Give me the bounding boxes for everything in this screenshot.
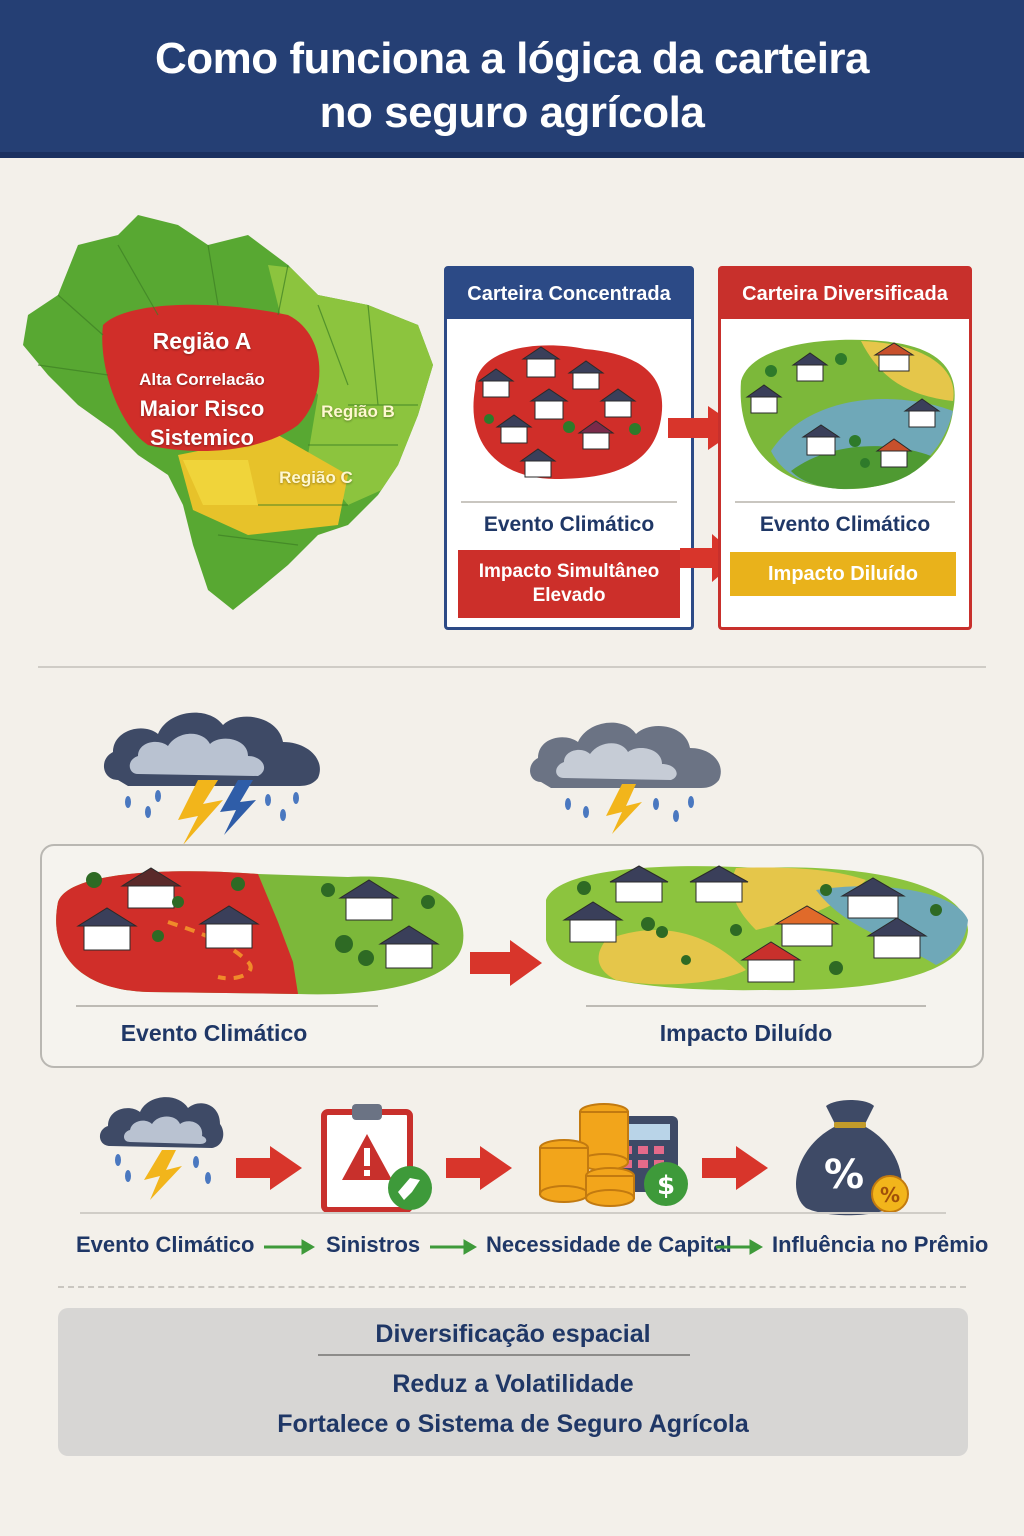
house-icon [745,342,941,468]
region-b-label: Região B [321,402,395,421]
scenario-left-rule [76,1005,378,1007]
region-a-title: Região A [152,328,252,354]
brazil-map [23,215,433,610]
diversified-divider [735,501,955,503]
scenario-event-caption: Evento Climático [120,1020,308,1046]
alert-clipboard-icon [321,1104,432,1213]
impact-line-1: Impacto Simultâneo [478,561,660,582]
region-a-systemic: Sistemico [150,425,254,450]
section-divider [38,666,986,668]
coins-calculator-icon: $ [539,1103,688,1207]
region-c-label: Região C [279,468,353,487]
region-a-risk: Maior Risco [139,396,265,421]
storm-cloud-icon [530,722,721,834]
header-banner [0,0,1024,158]
page-title: Como funciona a lógica da carteira no se… [40,32,984,140]
concentrated-event-landscape [56,867,464,995]
arrow-right-icon [716,1239,763,1255]
concentrated-divider [461,501,677,503]
concentrated-card-title: Carteira Concentrada [447,269,691,319]
summary-line-system: Fortalece o Sistema de Seguro Agrícola [277,1410,749,1438]
diversified-card-title: Carteira Diversificada [721,269,969,319]
diversified-farms-illustration [740,339,955,490]
summary-title: Diversificação espacial [375,1320,651,1348]
money-bag-percent-icon: % % [796,1100,909,1216]
arrow-right-icon [446,1146,512,1190]
title-line-2: no seguro agrícola [319,88,705,137]
title-line-1: Como funciona a lógica da carteira [154,34,870,83]
flow-step-capital: Necessidade de Capital [486,1232,732,1257]
svg-text:$: $ [657,1171,675,1201]
storm-cloud-icon [99,1097,224,1200]
diversified-impact-landscape [546,865,968,991]
summary-line-volatility: Reduz a Volatilidade [392,1370,634,1398]
arrow-right-icon [702,1146,768,1190]
flow-step-event: Evento Climático [76,1232,255,1257]
concentrated-impact-badge: Impacto Simultâneo Elevado [458,550,680,618]
impact-line-2: Elevado [532,585,606,606]
arrow-right-icon [470,940,542,986]
flow-step-premium: Influência no Prêmio [772,1232,989,1257]
svg-text:%: % [880,1183,900,1207]
dashed-divider [58,1286,966,1288]
house-icon [76,867,440,969]
diversified-impact-badge: Impacto Diluído [730,552,956,596]
svg-text:%: % [824,1152,864,1198]
summary-rule [318,1354,690,1356]
scenario-impact-caption: Impacto Diluído [659,1020,833,1046]
arrow-right-icon [236,1146,302,1190]
house-icon [562,865,928,983]
flow-rule [80,1212,946,1214]
concentrated-event-label: Evento Climático [483,513,655,536]
scenario-right-rule [586,1005,926,1007]
arrow-right-icon [264,1239,315,1255]
region-a-correlation: Alta Correlacão [139,370,265,389]
diversified-event-label: Evento Climático [759,513,931,536]
summary-box [58,1308,968,1456]
arrow-right-icon [430,1239,477,1255]
flow-step-claims: Sinistros [326,1232,421,1257]
concentrated-farms-illustration [473,345,663,479]
storm-cloud-icon [103,712,320,845]
house-icon [477,346,637,478]
